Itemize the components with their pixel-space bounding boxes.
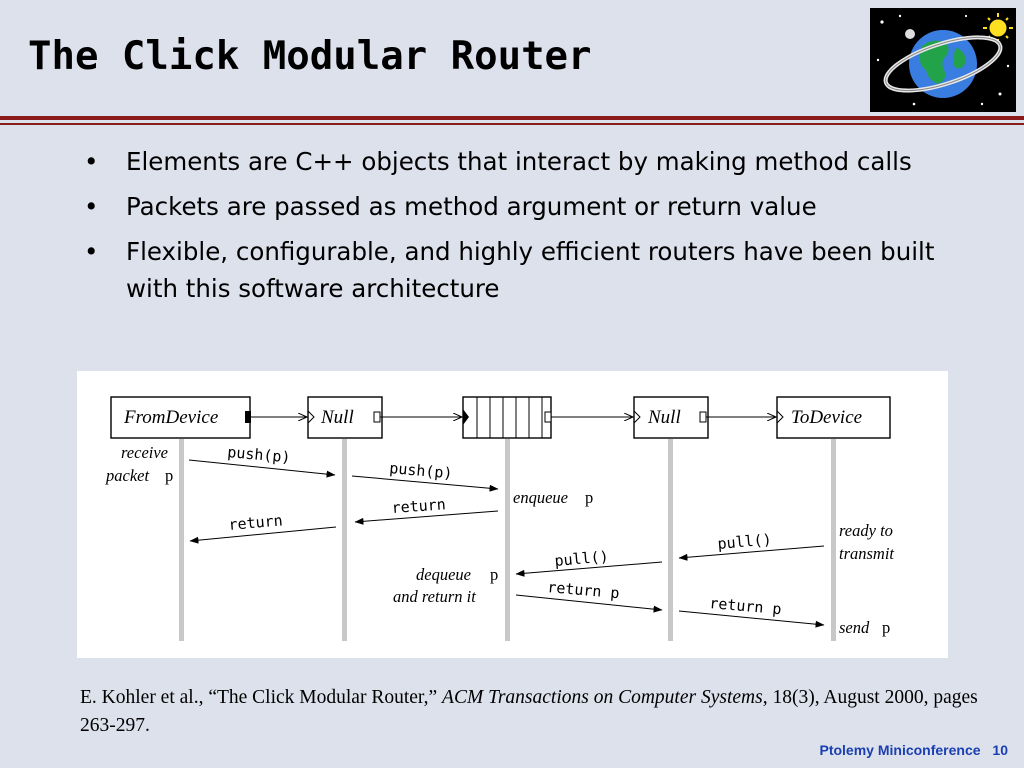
planet-logo-icon bbox=[870, 8, 1016, 112]
annotation-dequeue-p: p bbox=[490, 565, 498, 584]
element-label-fromdevice: FromDevice bbox=[123, 407, 218, 428]
bullet-item: • Flexible, configurable, and highly eff… bbox=[84, 233, 964, 307]
lifeline-null1 bbox=[342, 439, 347, 641]
arrow-pull-2 bbox=[515, 561, 663, 577]
element-box-fromdevice bbox=[110, 396, 251, 439]
citation-journal: ACM Transactions on Computer Systems bbox=[442, 687, 763, 708]
annotation-and-return-it: and return it bbox=[393, 587, 476, 606]
arrow-push-1 bbox=[188, 459, 336, 478]
arrow-return-2 bbox=[354, 510, 499, 525]
annotation-dequeue: dequeue bbox=[416, 565, 471, 584]
annotation-enqueue: enqueue bbox=[513, 488, 568, 507]
bullet-marker: • bbox=[84, 237, 99, 266]
call-label-return-1: return bbox=[228, 511, 284, 534]
arrow-return-p-1 bbox=[515, 594, 663, 613]
lifeline-fromdevice bbox=[179, 439, 184, 641]
element-label-todevice: ToDevice bbox=[791, 407, 862, 428]
slide-footer: Ptolemy Miniconference 10 bbox=[819, 742, 1008, 758]
bullet-marker: • bbox=[84, 147, 99, 176]
arrow-push-2 bbox=[351, 475, 499, 492]
citation-details: , 18(3), August 2000, pages 263-297. bbox=[80, 687, 978, 736]
annotation-receive: receive bbox=[121, 443, 168, 462]
annotation-send-p: p bbox=[882, 618, 890, 637]
annotation-ready-to: ready to bbox=[839, 521, 893, 540]
lifeline-queue bbox=[505, 439, 510, 641]
lifeline-todevice bbox=[831, 439, 836, 641]
call-label-pull-2: pull() bbox=[554, 547, 610, 570]
annotation-packet: packet bbox=[105, 466, 149, 485]
header-rule-thin bbox=[0, 123, 1024, 125]
click-sequence-diagram: FromDevice Null Null ToDevice push(p) pu… bbox=[77, 371, 948, 658]
bullet-marker: • bbox=[84, 192, 99, 221]
element-box-todevice bbox=[776, 396, 891, 439]
call-label-push-2: push(p) bbox=[389, 459, 454, 482]
element-label-null2: Null bbox=[647, 407, 681, 428]
annotation-packet-p: p bbox=[165, 466, 173, 485]
annotation-enqueue-p: p bbox=[585, 488, 593, 507]
bullet-text: Packets are passed as method argument or… bbox=[126, 192, 817, 221]
arrow-return-p-2 bbox=[678, 610, 825, 628]
header-rule-thick bbox=[0, 116, 1024, 120]
lifeline-null2 bbox=[668, 439, 673, 641]
bullet-item: • Packets are passed as method argument … bbox=[84, 188, 964, 225]
element-box-queue bbox=[462, 396, 552, 439]
call-label-return-2: return bbox=[391, 495, 446, 517]
slide-title: The Click Modular Router bbox=[28, 34, 592, 79]
arrow-pull-1 bbox=[678, 545, 825, 561]
bullet-item: • Elements are C++ objects that interact… bbox=[84, 143, 964, 180]
bullet-text: Elements are C++ objects that interact b… bbox=[126, 147, 912, 176]
bullet-text: Flexible, configurable, and highly effic… bbox=[126, 237, 935, 303]
call-label-push-1: push(p) bbox=[227, 443, 292, 466]
footer-conference: Ptolemy Miniconference bbox=[819, 742, 981, 758]
element-label-null1: Null bbox=[320, 407, 354, 428]
call-label-pull-1: pull() bbox=[717, 530, 773, 553]
arrow-return-1 bbox=[189, 526, 337, 544]
bullet-list: • Elements are C++ objects that interact… bbox=[84, 143, 964, 315]
call-label-return-p-1: return p bbox=[547, 578, 621, 602]
annotation-transmit: transmit bbox=[839, 544, 894, 563]
citation: E. Kohler et al., “The Click Modular Rou… bbox=[80, 684, 980, 740]
annotation-send: send bbox=[839, 618, 870, 637]
footer-page-number: 10 bbox=[992, 742, 1008, 758]
citation-authors: E. Kohler et al., “The Click Modular Rou… bbox=[80, 687, 443, 708]
